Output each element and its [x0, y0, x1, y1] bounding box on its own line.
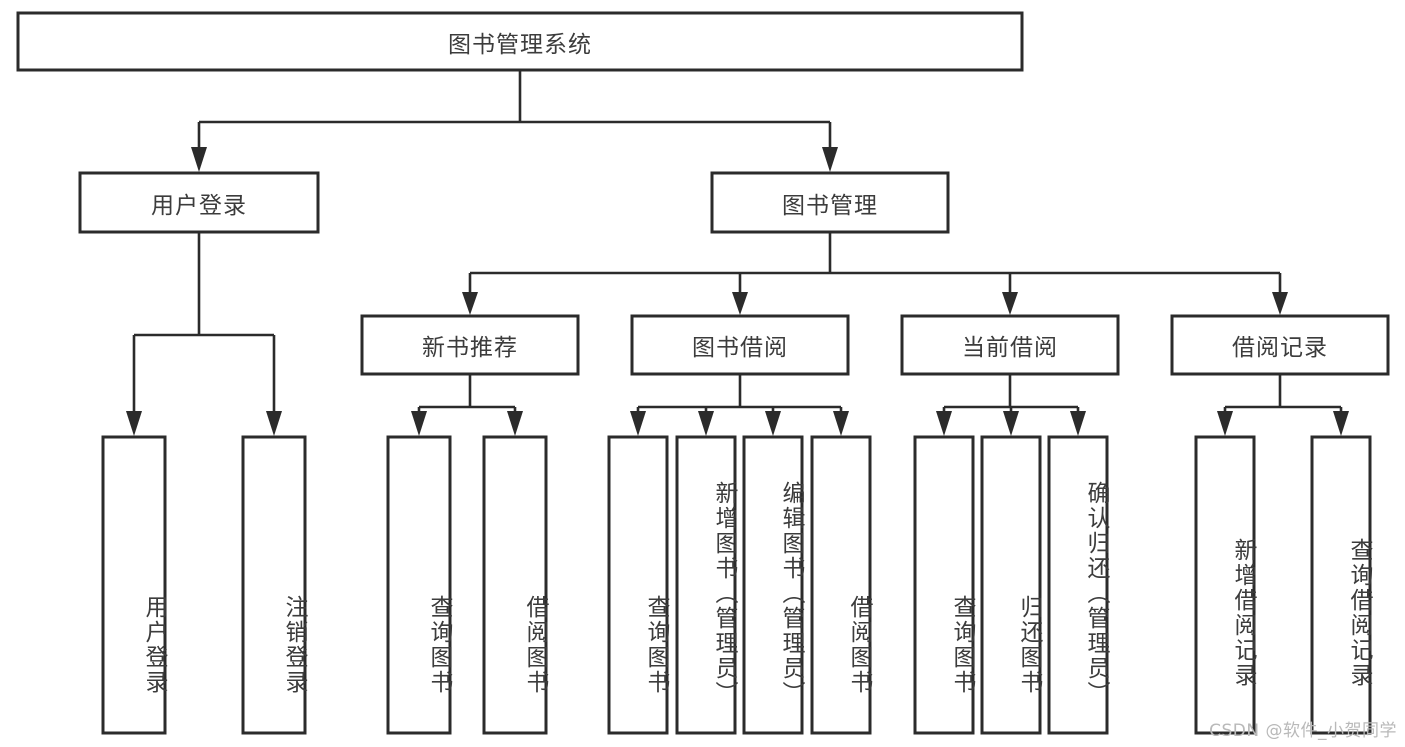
- node-box-leaf-return-book[interactable]: [980, 435, 1042, 735]
- arrowhead-leaf-query-book-b: [630, 411, 646, 436]
- csdn-watermark: CSDN @软件_小贺同学: [1209, 721, 1397, 741]
- arrowhead-borrow: [732, 292, 748, 315]
- node-box-leaf-add-record[interactable]: [1194, 435, 1256, 735]
- node-box-leaf-logout[interactable]: [241, 435, 307, 735]
- node-box-leaf-query-book-a[interactable]: [386, 435, 452, 735]
- node-box-user-login[interactable]: [78, 171, 320, 234]
- node-box-current[interactable]: [900, 314, 1120, 376]
- node-box-layer: [16, 11, 1390, 735]
- arrowhead-current: [1002, 292, 1018, 315]
- node-box-new-book[interactable]: [360, 314, 580, 376]
- node-box-leaf-query-record[interactable]: [1310, 435, 1372, 735]
- node-box-leaf-add-book[interactable]: [675, 435, 737, 735]
- node-box-book-mgmt[interactable]: [710, 171, 950, 234]
- arrowhead-leaf-user-login: [126, 411, 142, 436]
- node-box-leaf-borrow-book-a[interactable]: [482, 435, 548, 735]
- arrowhead-new-book: [462, 292, 478, 315]
- node-box-leaf-query-book-b[interactable]: [607, 435, 669, 735]
- arrowhead-leaf-borrow-book-a: [507, 411, 523, 436]
- arrowhead-leaf-query-book-a: [411, 411, 427, 436]
- arrowhead-leaf-logout: [266, 411, 282, 436]
- arrowhead-leaf-add-record: [1217, 411, 1233, 436]
- arrowhead-leaf-confirm-return: [1070, 411, 1086, 436]
- node-box-root[interactable]: [16, 11, 1024, 72]
- arrowhead-book-mgmt: [822, 147, 838, 172]
- arrowhead-records: [1272, 292, 1288, 315]
- node-box-leaf-borrow-book-b[interactable]: [810, 435, 872, 735]
- arrowhead-leaf-add-book: [698, 411, 714, 436]
- node-box-leaf-user-login[interactable]: [101, 435, 167, 735]
- arrowhead-leaf-query-book-c: [936, 411, 952, 436]
- node-box-leaf-edit-book[interactable]: [742, 435, 804, 735]
- arrowhead-leaf-query-record: [1333, 411, 1349, 436]
- arrowhead-leaf-return-book: [1003, 411, 1019, 436]
- arrowhead-leaf-borrow-book-b: [833, 411, 849, 436]
- node-box-leaf-confirm-return[interactable]: [1047, 435, 1109, 735]
- node-box-leaf-query-book-c[interactable]: [913, 435, 975, 735]
- arrowhead-leaf-edit-book: [765, 411, 781, 436]
- node-box-records[interactable]: [1170, 314, 1390, 376]
- node-box-borrow[interactable]: [630, 314, 850, 376]
- arrowhead-user-login: [191, 147, 207, 172]
- connector-layer: [126, 70, 1349, 436]
